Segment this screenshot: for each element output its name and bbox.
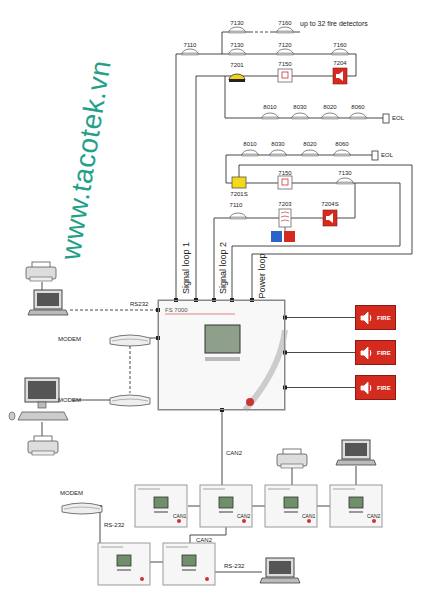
control-panel: FS 7000	[158, 300, 285, 410]
part-number: 7201	[230, 62, 243, 68]
part-number: 8020	[323, 104, 336, 110]
terminal	[283, 351, 287, 355]
connector	[285, 352, 355, 353]
speaker-icon	[360, 346, 374, 360]
bus-label: CAN2	[226, 450, 242, 456]
part-number: 8010	[263, 104, 276, 110]
siren-text: FIRE	[377, 350, 391, 356]
eol-label: EOL	[381, 152, 393, 158]
part-number: 8020	[303, 141, 316, 147]
loop-label: Signal loop 1	[182, 242, 191, 294]
siren-box: FIRE	[355, 340, 396, 365]
part-number: 7110	[230, 202, 243, 208]
part-number: 8030	[271, 141, 284, 147]
part-number: 8060	[335, 141, 348, 147]
part-number: 7203	[278, 201, 291, 207]
part-number: 7204S	[321, 201, 338, 207]
part-number: 7160	[278, 20, 291, 26]
part-number: 7130	[230, 20, 243, 26]
bus-label: CAN2	[196, 537, 212, 543]
siren-text: FIRE	[377, 315, 391, 321]
terminal	[283, 386, 287, 390]
speaker-icon	[360, 311, 374, 325]
siren-box: FIRE	[355, 375, 396, 400]
bus-label: CAN2	[367, 514, 380, 519]
part-number: 7150	[278, 61, 291, 67]
terminal	[283, 316, 287, 320]
part-number: 7201S	[230, 191, 247, 197]
port-label: RS232	[130, 301, 148, 307]
eol-label: EOL	[392, 115, 404, 121]
part-number: 7130	[338, 170, 351, 176]
part-number: 8030	[293, 104, 306, 110]
panel-name: FS 7000	[165, 307, 278, 313]
part-number: 7130	[230, 42, 243, 48]
part-number: 7110	[184, 42, 197, 48]
port-label: RS-232	[224, 563, 244, 569]
speaker-icon	[360, 381, 374, 395]
siren-text: FIRE	[377, 385, 391, 391]
port-label: RS-232	[104, 522, 124, 528]
bus-label: CAN1	[302, 514, 315, 519]
loop-label: Signal loop 2	[219, 242, 228, 294]
part-number: 7204	[333, 60, 346, 66]
part-number: 8060	[351, 104, 364, 110]
device-label: MODEM	[58, 336, 81, 342]
part-number: 7150	[278, 170, 291, 176]
bus-label: CAN1	[173, 514, 186, 519]
siren-box: FIRE	[355, 305, 396, 330]
watermark: www.tacotek.vn	[56, 58, 115, 261]
note: up to 32 fire detectors	[300, 20, 368, 27]
bus-label: CAN2	[237, 514, 250, 519]
part-number: 7120	[278, 42, 291, 48]
loop-label: Power loop	[258, 253, 267, 298]
connector	[285, 387, 355, 388]
device-label: MODEM	[60, 490, 83, 496]
device-label: MODEM	[58, 397, 81, 403]
connector	[285, 317, 355, 318]
part-number: 8010	[243, 141, 256, 147]
part-number: 7160	[333, 42, 346, 48]
